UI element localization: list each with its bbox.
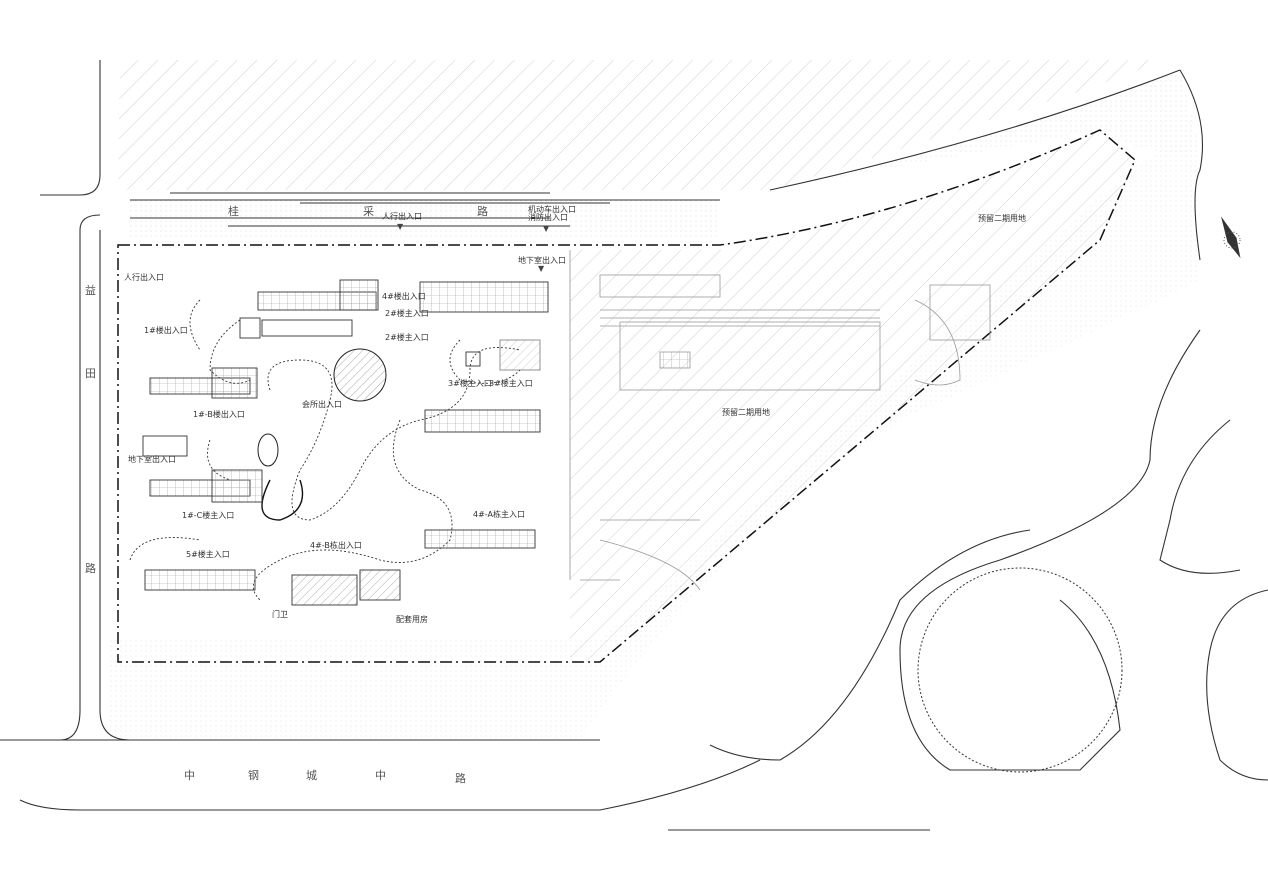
road-west-char: 路 (85, 562, 96, 575)
road-lines (0, 60, 1268, 831)
road-west-char: 益 (85, 284, 96, 297)
arrow-down-icon: ▼ (543, 224, 550, 233)
label-phase2-ne: 预留二期用地 (978, 214, 1026, 223)
label-fire-entry: 消防出入口 (528, 213, 568, 222)
road-north-char: 路 (477, 205, 488, 218)
road-south-char: 路 (455, 772, 466, 785)
label-bottom-left: 门卫 (272, 610, 288, 619)
label-bldg4b-entry: 4#-B栋出入口 (310, 541, 362, 550)
road-north-char: 桂 (228, 205, 239, 218)
road-north-char: 采 (363, 205, 374, 218)
phase2-hatched-area (570, 130, 1135, 660)
road-south-char: 钢 (248, 769, 259, 782)
road-south-char: 中 (184, 769, 195, 782)
arrow-down-icon: ▼ (397, 222, 404, 231)
road-south-char: 城 (306, 769, 317, 782)
label-bldg1c-main: 1#-C楼主入口 (182, 511, 235, 520)
label-bldg4-entry: 4#楼出入口 (382, 292, 426, 301)
label-bldg4a-main: 4#-A栋主入口 (473, 510, 525, 519)
label-bldg1b-entry: 1#-B楼出入口 (193, 410, 245, 419)
label-basement-entry-ne: 地下室出入口 (518, 256, 566, 265)
label-club-entry: 会所出入口 (302, 400, 342, 409)
road-west-char: 田 (85, 367, 96, 380)
label-bldg3-main-a: 3#楼主入口 (448, 379, 492, 388)
label-vehicle-entry: 机动车出入口 (528, 205, 576, 214)
label-bldg1-entry: 1#楼出入口 (144, 326, 188, 335)
label-bldg2-main-b: 2#楼主入口 (385, 333, 429, 342)
label-ped-entry-north: 人行出入口 (382, 212, 422, 221)
arrow-down-icon: ▼ (538, 264, 545, 273)
label-basement-entry-w: 地下室出入口 (128, 455, 176, 464)
label-bldg5-main: 5#楼主入口 (186, 550, 230, 559)
roundabout (917, 567, 1123, 773)
pavilion (333, 348, 387, 402)
road-south-char: 中 (375, 769, 386, 782)
label-phase2: 预留二期用地 (722, 408, 770, 417)
north-hatched-block (118, 60, 1160, 190)
site-boundary (117, 129, 1136, 663)
label-bottom-facility: 配套用房 (396, 615, 428, 624)
north-arrow-icon (1221, 216, 1241, 259)
label-bldg3-main-b: 3#楼主入口 (489, 379, 533, 388)
label-bldg2-main-a: 2#楼主入口 (385, 309, 429, 318)
label-ped-entry-west: 人行出入口 (124, 273, 164, 282)
buildings (144, 279, 549, 591)
